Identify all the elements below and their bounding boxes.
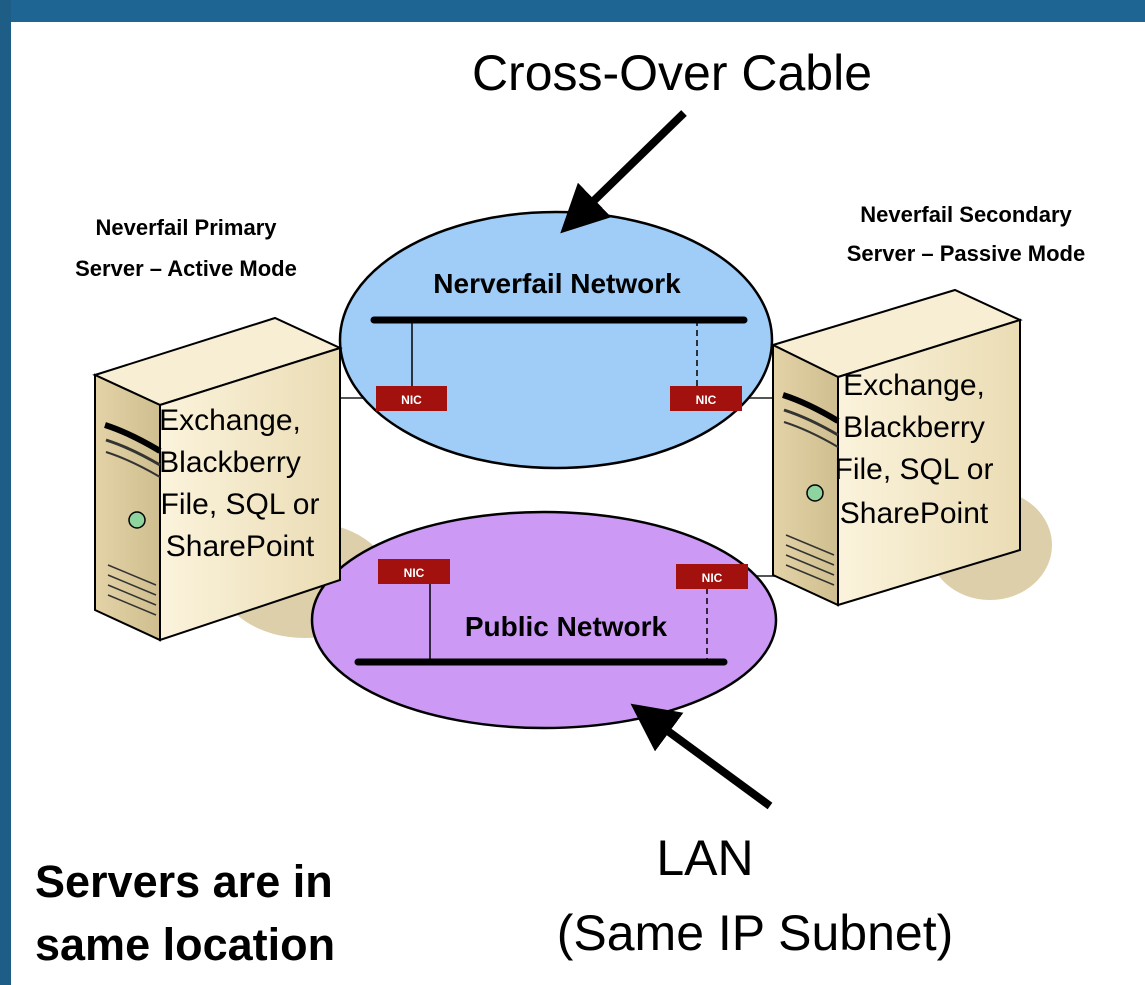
secondary-app-line: File, SQL or bbox=[835, 453, 994, 486]
public-network-label: Public Network bbox=[465, 611, 668, 642]
primary-app-list: Exchange, Blackberry File, SQL or ShareP… bbox=[159, 404, 319, 563]
primary-server-icon bbox=[92, 316, 343, 642]
lan-arrow bbox=[630, 703, 773, 810]
primary-app-line: Exchange, bbox=[159, 404, 301, 437]
primary-server-title: Neverfail Primary bbox=[96, 215, 278, 240]
frame-top bbox=[0, 0, 1145, 22]
nic-label: NIC bbox=[401, 393, 422, 407]
primary-app-line: SharePoint bbox=[166, 530, 315, 563]
secondary-server-icon bbox=[770, 288, 1023, 607]
nic-primary-top: NIC bbox=[376, 386, 447, 411]
primary-app-line: File, SQL or bbox=[161, 488, 320, 521]
nic-label: NIC bbox=[702, 571, 723, 585]
secondary-app-line: Exchange, bbox=[843, 369, 985, 402]
nic-label: NIC bbox=[404, 566, 425, 580]
nerverfail-network-label: Nerverfail Network bbox=[433, 268, 681, 299]
nic-secondary-top: NIC bbox=[670, 386, 742, 411]
location-note-line1: Servers are in bbox=[35, 856, 333, 907]
crossover-cable-arrow bbox=[560, 110, 687, 234]
nic-secondary-bottom: NIC bbox=[676, 564, 748, 589]
crossover-cable-callout: Cross-Over Cable bbox=[472, 45, 872, 101]
nerverfail-network-ellipse bbox=[338, 210, 774, 470]
lan-callout: LAN bbox=[656, 830, 753, 886]
frame-left bbox=[0, 0, 11, 985]
secondary-app-list: Exchange, Blackberry File, SQL or ShareP… bbox=[835, 369, 994, 530]
nic-label: NIC bbox=[696, 393, 717, 407]
secondary-server-title: Neverfail Secondary bbox=[860, 202, 1072, 227]
secondary-app-line: SharePoint bbox=[840, 497, 989, 530]
secondary-app-line: Blackberry bbox=[843, 411, 985, 444]
primary-server-subtitle: Server – Active Mode bbox=[75, 256, 297, 281]
location-note-line2: same location bbox=[35, 919, 335, 970]
secondary-server-subtitle: Server – Passive Mode bbox=[847, 241, 1085, 266]
lan-subnet-callout: (Same IP Subnet) bbox=[557, 905, 954, 961]
nic-primary-bottom: NIC bbox=[378, 559, 450, 584]
primary-app-line: Blackberry bbox=[159, 446, 301, 479]
